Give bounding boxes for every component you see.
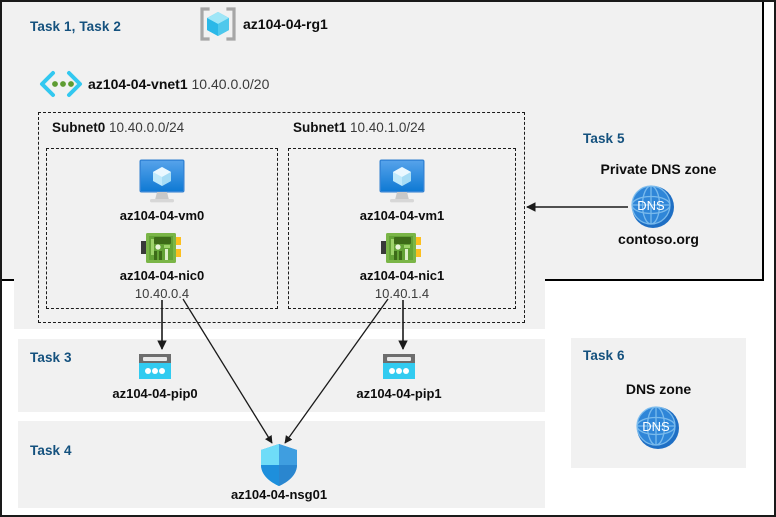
- dns-zone-title: DNS zone: [625, 381, 692, 397]
- subnets-container: [38, 112, 525, 323]
- subnet1-title: Subnet1 10.40.1.0/24: [293, 120, 426, 135]
- virtual-machine-icon: [374, 158, 430, 204]
- nic0-ip: 10.40.0.4: [134, 286, 190, 301]
- svg-text:DNS: DNS: [637, 198, 665, 213]
- task-label-nsg: Task 4: [30, 443, 72, 458]
- virtual-network-icon: [38, 70, 84, 98]
- nic0-label: az104-04-nic0: [119, 268, 205, 283]
- task-label-pip: Task 3: [30, 350, 72, 365]
- svg-text:DNS: DNS: [642, 419, 670, 434]
- virtual-machine-icon: [134, 158, 190, 204]
- subnet1-box: [288, 148, 516, 309]
- nic1-ip: 10.40.1.4: [374, 286, 430, 301]
- public-ip-panel: [18, 339, 545, 412]
- network-interface-icon: [140, 230, 184, 268]
- nsg-label: az104-04-nsg01: [230, 487, 328, 502]
- private-dns-zone-title: Private DNS zone: [600, 161, 717, 177]
- virtual-network-panel-fill: [14, 52, 545, 329]
- task-label-dns: Task 6: [583, 348, 625, 363]
- nic1-label: az104-04-nic1: [359, 268, 445, 283]
- public-ip-address-icon: [136, 351, 174, 383]
- network-interface-icon: [380, 230, 424, 268]
- public-ip-address-icon: [380, 351, 418, 383]
- vm0-label: az104-04-vm0: [119, 208, 205, 223]
- dns-zone-icon: DNS: [629, 183, 677, 231]
- subnet0-title: Subnet0 10.40.0.0/24: [52, 120, 185, 135]
- dns-zone-icon: DNS: [634, 404, 682, 452]
- pip0-label: az104-04-pip0: [112, 386, 198, 401]
- vm1-label: az104-04-vm1: [359, 208, 445, 223]
- pip1-label: az104-04-pip1: [356, 386, 442, 401]
- task-label-rg: Task 1, Task 2: [30, 19, 121, 34]
- network-security-group-icon: [257, 442, 301, 488]
- resource-group-panel: [18, 0, 545, 48]
- private-dns-zone-name: contoso.org: [618, 231, 699, 247]
- resource-group-icon: [199, 7, 237, 41]
- task-label-private-dns: Task 5: [583, 131, 625, 146]
- virtual-network-title: az104-04-vnet1 10.40.0.0/20: [88, 76, 270, 92]
- private-dns-zone-panel: [571, 120, 746, 251]
- resource-group-name: az104-04-rg1: [243, 16, 328, 32]
